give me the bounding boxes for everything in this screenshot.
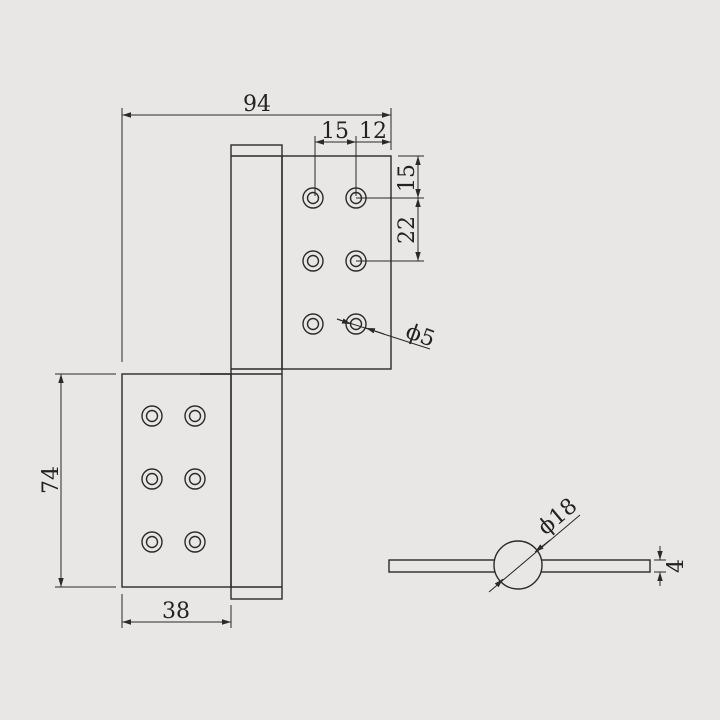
section-view (388, 540, 651, 590)
hole (302, 313, 324, 335)
dim-label-phi5: ϕ5 (402, 319, 438, 352)
dim-leaf-height: 74 (39, 373, 116, 588)
lower-leaf (121, 373, 232, 588)
dim-hole-diameter: ϕ5 (336, 318, 438, 353)
hole (184, 468, 206, 490)
dim-label-12: 12 (359, 119, 387, 144)
hole (345, 313, 367, 335)
hole (141, 468, 163, 490)
hole (141, 531, 163, 553)
dim-hole-vertical: 15 22 (356, 155, 424, 262)
hole (302, 187, 324, 209)
dim-label-74: 74 (39, 466, 64, 494)
dim-hole-horizontal: 15 12 (314, 119, 391, 196)
dim-label-15-v: 15 (395, 164, 420, 192)
hole (184, 405, 206, 427)
hinge-barrel (230, 144, 283, 600)
upper-leaf (281, 155, 392, 370)
dim-label-38: 38 (162, 599, 190, 624)
dim-label-15-h: 15 (321, 119, 349, 144)
hole (141, 405, 163, 427)
hole (184, 531, 206, 553)
hole (302, 250, 324, 272)
lower-leaf-holes (141, 405, 206, 553)
dim-label-94: 94 (243, 92, 271, 117)
dim-thickness: 4 (654, 546, 689, 586)
dim-label-4: 4 (664, 559, 689, 573)
dim-label-22: 22 (395, 216, 420, 244)
dim-leaf-width: 38 (121, 594, 232, 628)
dim-overall-width: 94 (121, 92, 392, 362)
